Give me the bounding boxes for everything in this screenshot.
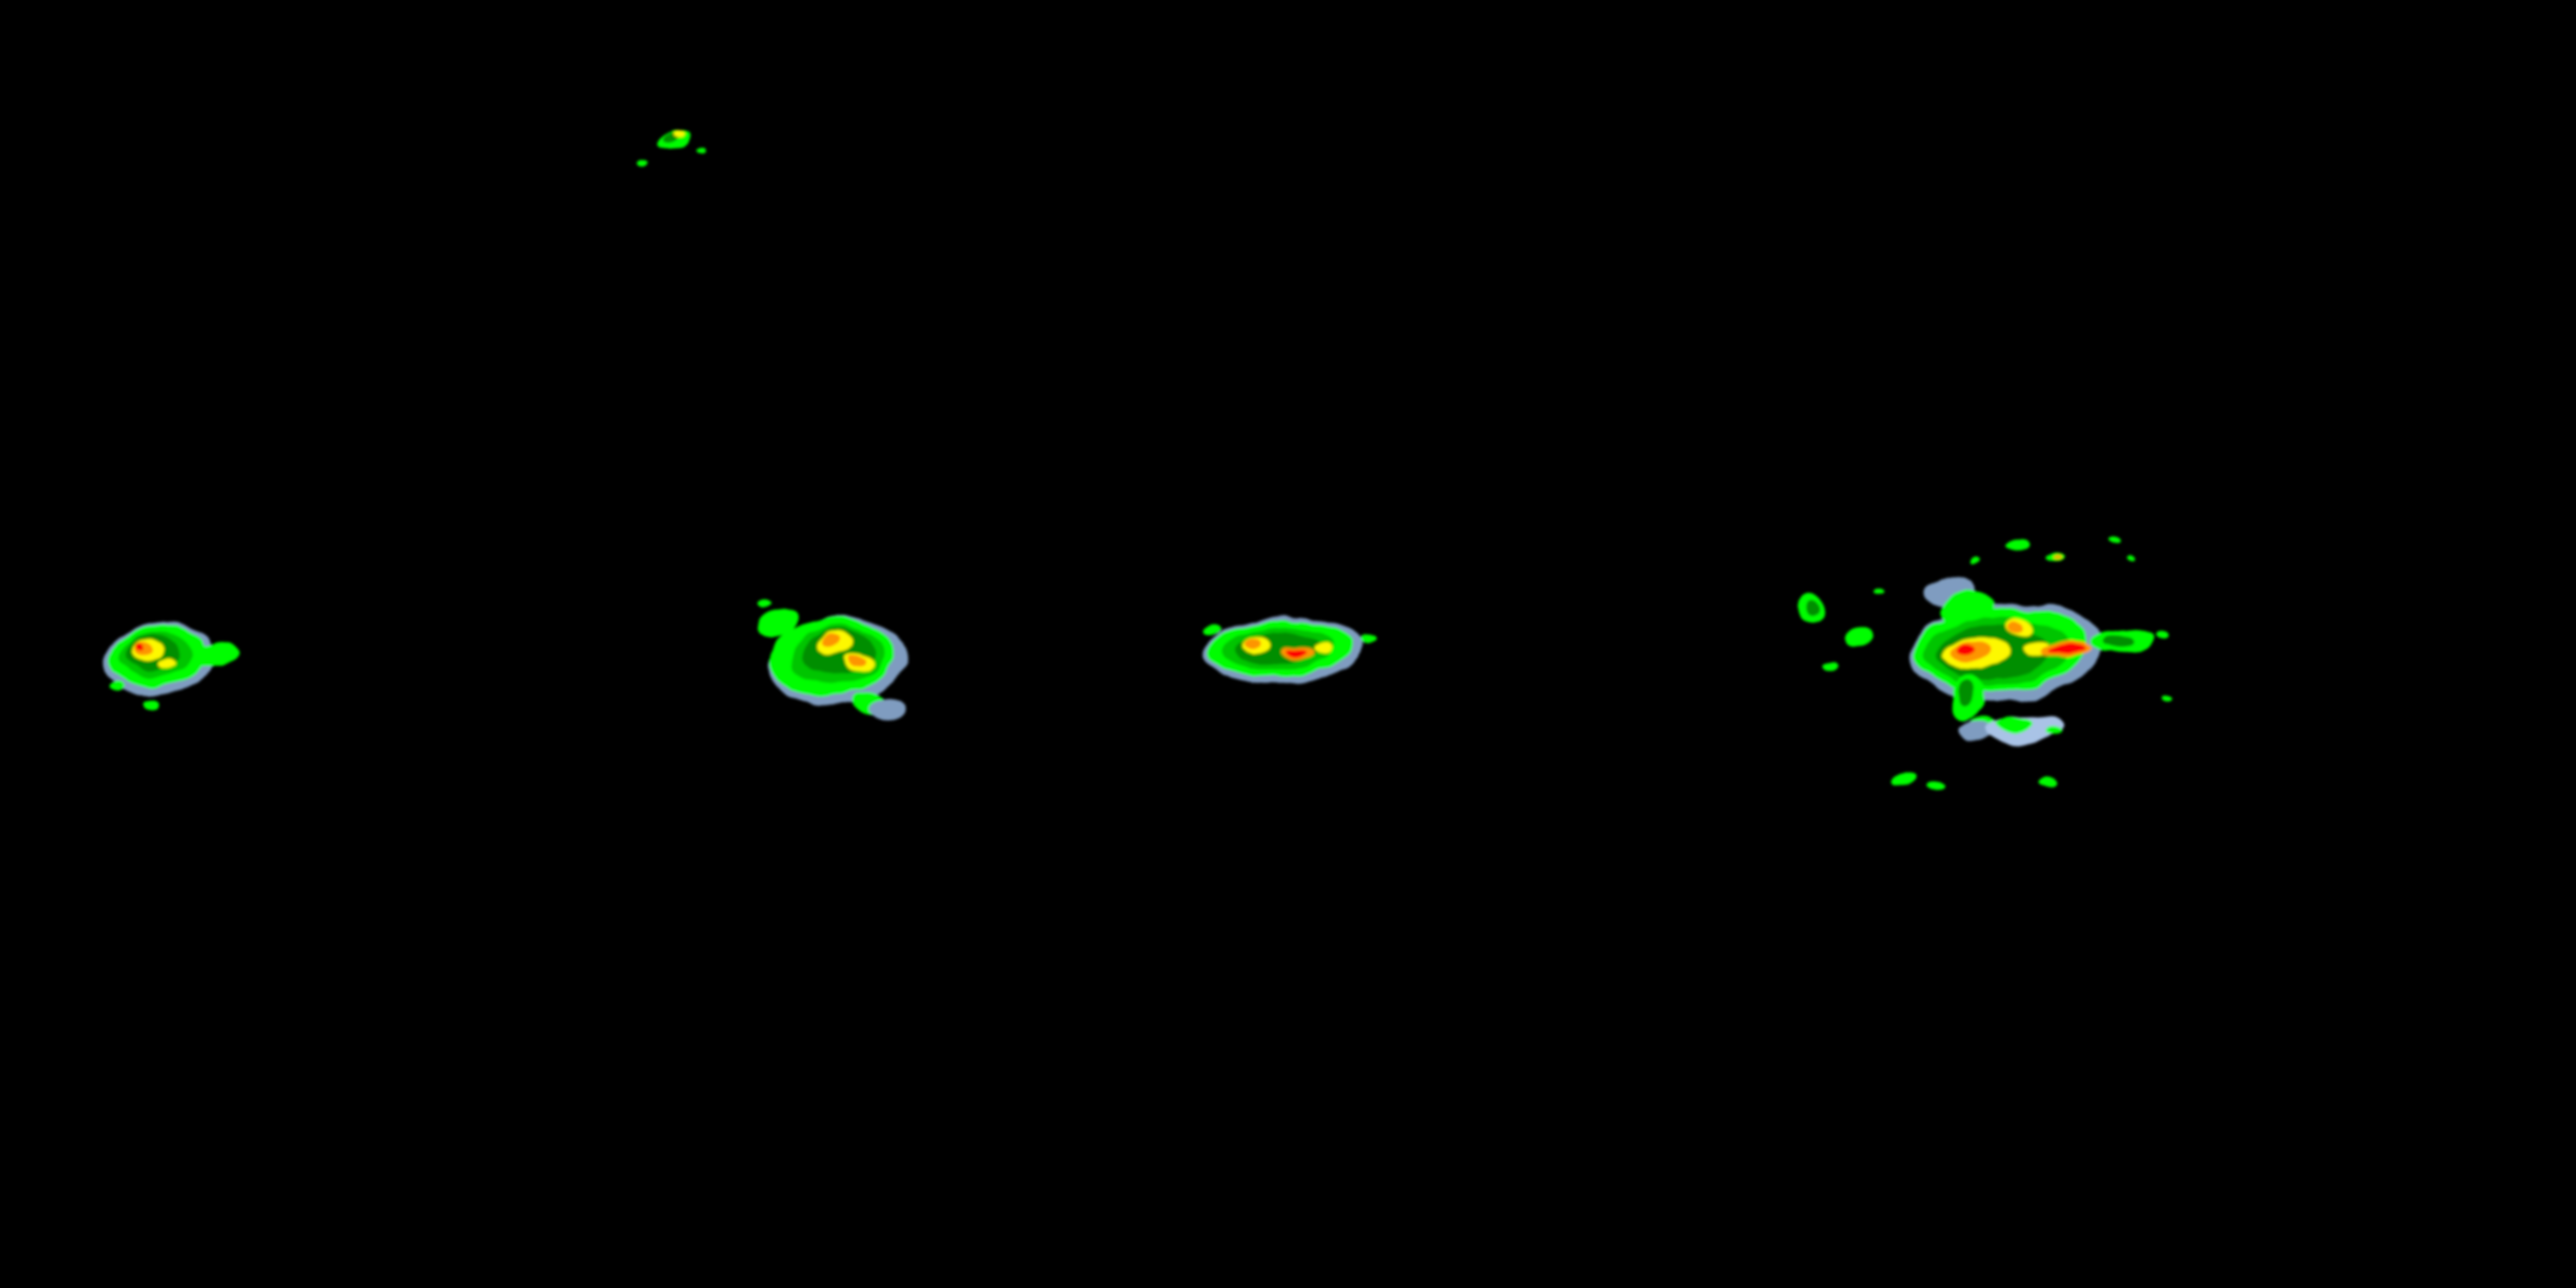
radar-echo-green_bright xyxy=(2123,556,2132,563)
mid-line-cell xyxy=(1206,617,1373,683)
radar-echo-green_bright xyxy=(1971,560,1982,567)
radar-echo-layer xyxy=(103,129,2171,792)
radar-echo-green_bright xyxy=(2154,631,2168,640)
radar-echo-green_bright xyxy=(1206,625,1223,635)
radar-echo-green_bright xyxy=(698,145,707,150)
radar-echo-green_bright xyxy=(109,683,125,692)
west-cluster xyxy=(103,623,238,710)
radar-echo-red xyxy=(1290,649,1307,658)
radar-echo-green_bright xyxy=(1874,586,1886,592)
radar-echo-blue_gray xyxy=(872,698,906,719)
radar-echo-yellow xyxy=(161,658,177,668)
radar-echo-green_bright xyxy=(1889,772,1917,786)
radar-echo-green_bright xyxy=(2160,697,2171,704)
radar-echo-green_bright xyxy=(2109,538,2119,544)
radar-echo-yellow xyxy=(1315,645,1334,655)
radar-echo-green_bright xyxy=(1823,659,1838,667)
radar-echo-orange xyxy=(849,656,865,666)
east-storm-complex xyxy=(1797,538,2171,792)
radar-echo-yellow xyxy=(672,130,684,137)
radar-echo-red xyxy=(2049,645,2087,655)
radar-echo-green_bright xyxy=(2005,540,2031,552)
central-cluster xyxy=(755,598,908,719)
radar-echo-orange xyxy=(1244,638,1261,648)
radar-echo-green_bright xyxy=(142,700,161,710)
radar-echo-green_bright xyxy=(1848,627,1872,646)
radar-echo-green_bright xyxy=(755,608,799,639)
radar-echo-green_dark xyxy=(2102,633,2133,648)
radar-echo-yellow_dark xyxy=(2056,552,2064,557)
radar-echo-orange xyxy=(821,635,843,651)
radar-echo-green_dark xyxy=(1957,678,1976,706)
radar-echo-red xyxy=(1956,645,1975,655)
radar-echo-green_dark xyxy=(1806,598,1821,615)
radar-echo-green_bright xyxy=(1926,783,1943,792)
radar-echo-red xyxy=(136,642,146,649)
radar-echo-green_bright xyxy=(636,160,648,167)
radar-echo-blue_gray xyxy=(1960,723,1995,742)
radar-echo-green_bright xyxy=(2047,728,2063,737)
radar-echo-orange xyxy=(2007,621,2024,633)
radar-echo-green_bright xyxy=(1359,635,1373,643)
radar-echo-green_bright xyxy=(756,598,772,606)
north-isolated-cell xyxy=(636,129,707,167)
radar-echo-green_bright xyxy=(2041,776,2058,787)
radar-echo-green_bright xyxy=(1996,715,2033,732)
